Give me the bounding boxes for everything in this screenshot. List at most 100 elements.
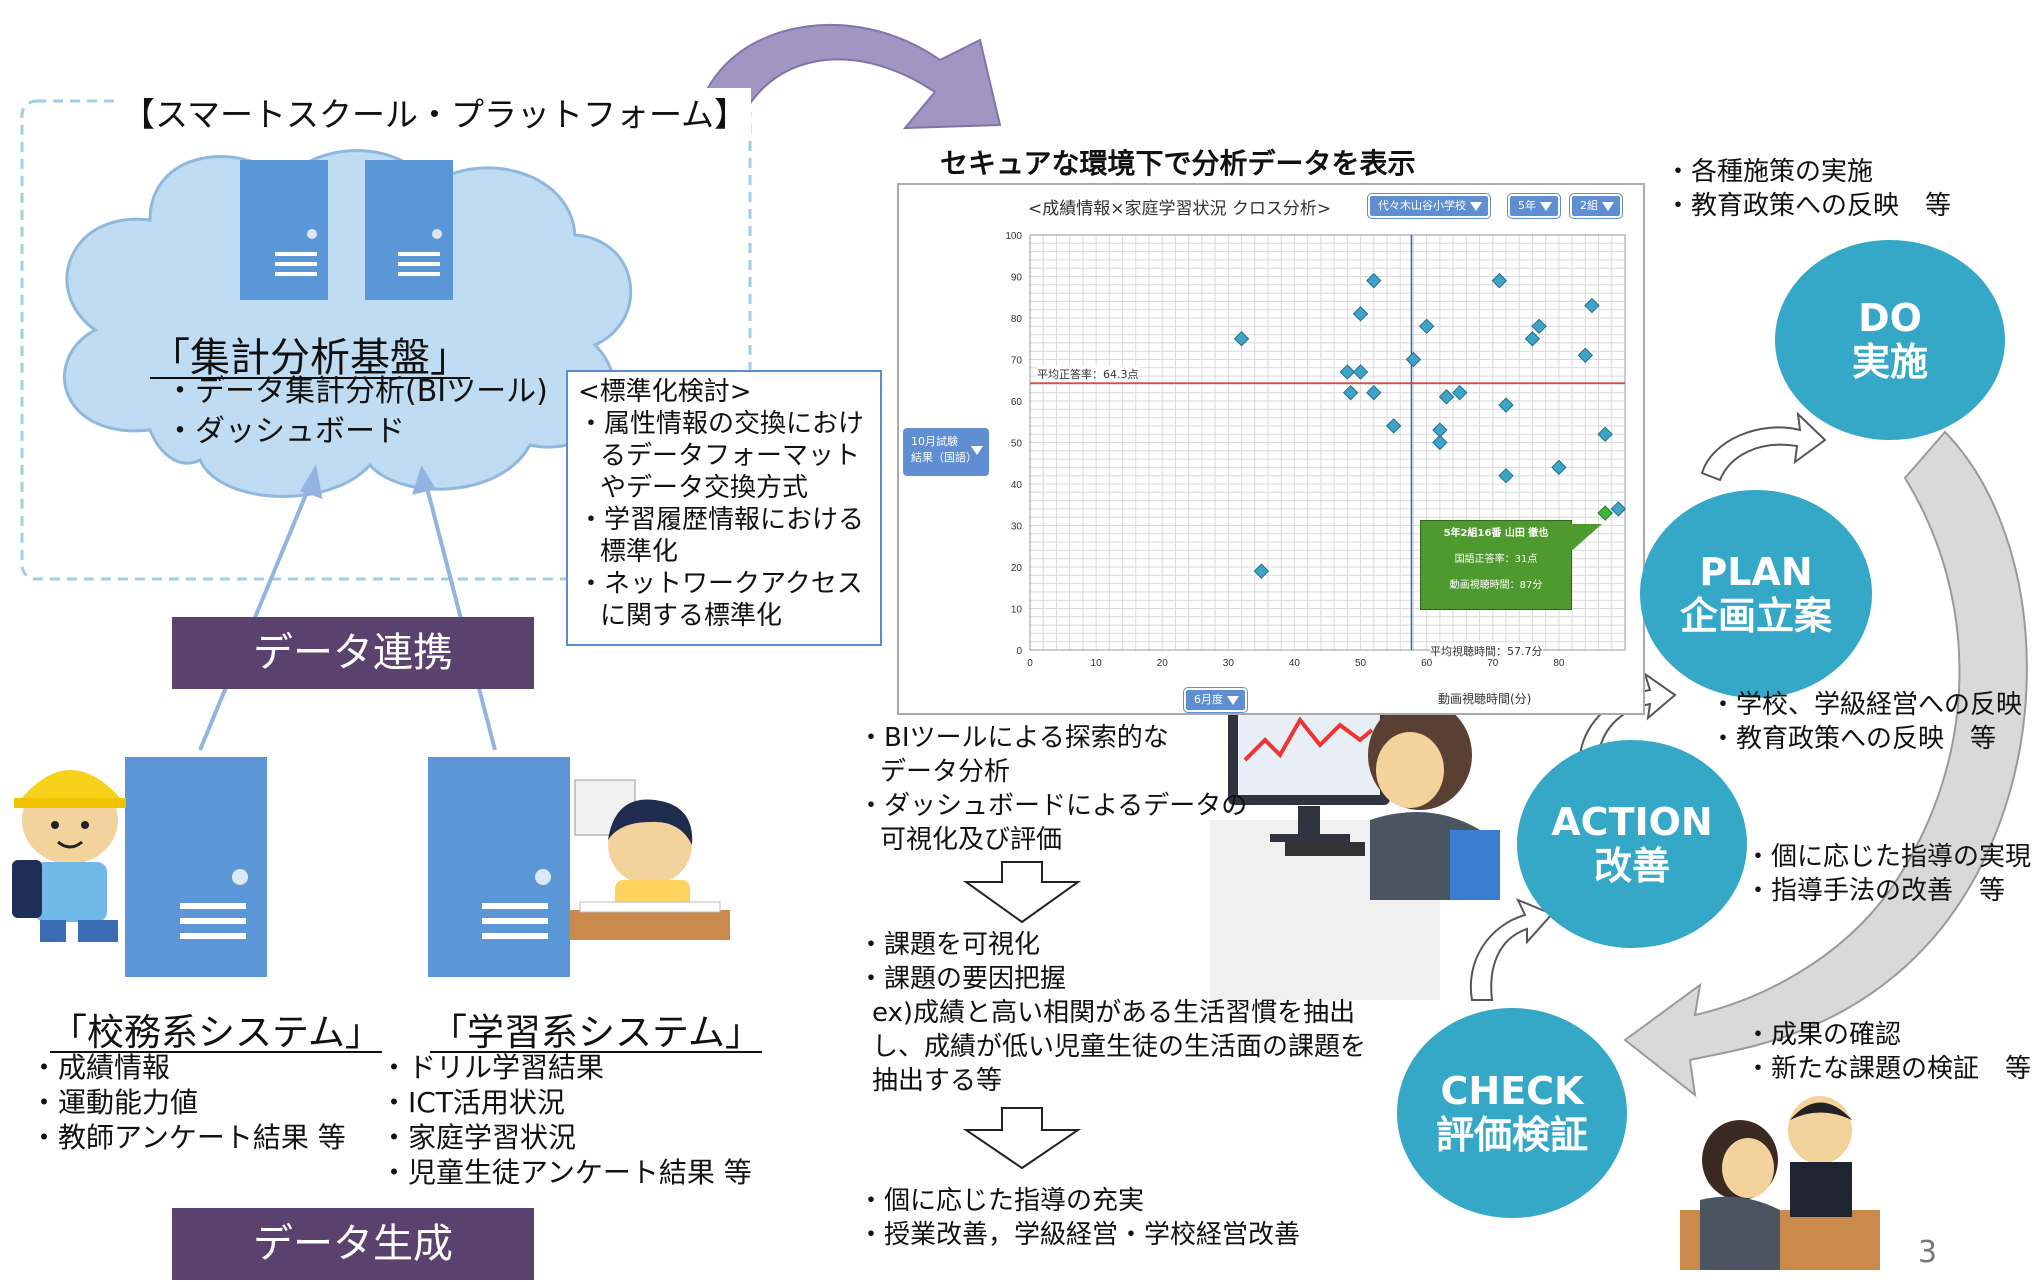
x-tick-label: 20 — [1157, 658, 1169, 669]
school-system-items: ・成績情報 ・運動能力値 ・教師アンケート結果 等 — [30, 1050, 346, 1155]
return-arrow-icon — [1623, 430, 2028, 1098]
step-line: ・BIツールによる探索的な — [858, 723, 1169, 753]
standardization-title: <標準化検討> — [578, 377, 752, 407]
data-link-label: データ連携 — [172, 617, 534, 689]
y-tick-label: 20 — [1011, 563, 1023, 574]
x-axis-selector[interactable]: 6月度 — [1184, 688, 1247, 712]
cycle-arrows — [1469, 411, 1827, 1001]
note-line: ・成果の確認 — [1745, 1020, 1902, 1050]
cycle-do-ja: 実施 — [1851, 340, 1928, 384]
cycle-check-en: CHECK — [1440, 1069, 1584, 1113]
standardization-line: ・属性情報の交換におけ — [578, 409, 865, 439]
child-illustration-left — [12, 770, 126, 942]
data-point — [1352, 364, 1369, 380]
cycle-do-en: DO — [1858, 296, 1922, 340]
x-tick-label: 70 — [1487, 658, 1499, 669]
standardization-line: るデータフォーマット — [600, 441, 861, 471]
cloud-shape — [63, 149, 633, 498]
curved-arrow-icon — [693, 23, 1002, 136]
standardization-line: やデータ交換方式 — [600, 473, 809, 503]
learning-system-items: ・ドリル学習結果 ・ICT活用状況 ・家庭学習状況 ・児童生徒アンケート結果 等 — [380, 1050, 752, 1190]
server-icon-2 — [365, 160, 453, 300]
result-steps: ・個に応じた指導の充実 ・授業改善，学級経営・学校経営改善 — [858, 1184, 1300, 1252]
learning-system-item: ・ICT活用状況 — [380, 1086, 565, 1119]
x-tick-label: 60 — [1421, 658, 1433, 669]
data-point — [1452, 384, 1468, 401]
x-axis-label: 動画視聴時間(分) — [1438, 692, 1532, 706]
standardization-line: ・ネットワークアクセス — [578, 569, 863, 599]
data-point — [1352, 306, 1369, 322]
class-filter[interactable]: 2組 — [1570, 194, 1622, 218]
y-axis-selector[interactable]: 10月試験 結果（国語） — [903, 428, 989, 476]
x-tick-label: 10 — [1091, 658, 1103, 669]
y-tick-label: 100 — [1005, 231, 1022, 242]
y-tick-label: 70 — [1011, 356, 1023, 367]
do-notes: ・各種施策の実施 ・教育政策への反映 等 — [1665, 155, 1951, 223]
step-line: ・ダッシュボードによるデータの — [858, 791, 1248, 821]
secure-title: セキュアな環境下で分析データを表示 — [940, 147, 1416, 180]
cloud-item: ・ダッシュボード — [165, 414, 405, 449]
learning-system-item: ・家庭学習状況 — [380, 1121, 577, 1154]
standardization-line: 標準化 — [600, 537, 679, 567]
step-line: ・課題の要因把握 — [858, 964, 1067, 994]
x-tick-label: 50 — [1355, 658, 1367, 669]
data-point — [1233, 331, 1250, 347]
tooltip-score: 国語正答率：31点 — [1454, 554, 1538, 565]
server-icon-1 — [240, 160, 328, 300]
data-point — [1366, 384, 1382, 401]
y-tick-label: 90 — [1011, 273, 1023, 284]
data-point — [1342, 384, 1359, 401]
data-point — [1491, 272, 1508, 289]
down-arrows — [962, 861, 1082, 1170]
data-point — [1498, 467, 1514, 484]
data-point — [1577, 347, 1594, 364]
data-gen-label: データ生成 — [172, 1208, 534, 1280]
data-point — [1405, 351, 1422, 368]
data-point — [1438, 389, 1455, 405]
y-tick-label: 40 — [1011, 480, 1023, 491]
data-point — [1253, 563, 1270, 579]
data-point — [1610, 501, 1627, 517]
chart-panel — [897, 183, 1645, 715]
data-point — [1432, 434, 1448, 451]
data-point — [1551, 459, 1567, 476]
y-tick-label: 0 — [1016, 646, 1022, 657]
tooltip-name: 5年2組16番 山田 徹也 — [1443, 528, 1549, 539]
cycle-action-ja: 改善 — [1593, 844, 1670, 888]
cycle-check: CHECK 評価検証 — [1397, 1008, 1627, 1218]
avg-time-label: 平均視聴時間：57.7分 — [1430, 643, 1543, 659]
chart-title: <成績情報×家庭学習状況 クロス分析> — [1028, 199, 1332, 219]
cycle-plan-ja: 企画立案 — [1679, 594, 1832, 638]
plot-frame — [1029, 234, 1626, 651]
step-line: 可視化及び評価 — [880, 825, 1063, 855]
step-line: し、成績が低い児童生徒の生活面の課題を — [872, 1032, 1367, 1062]
cycle-action-en: ACTION — [1551, 800, 1713, 844]
analysis-steps: ・BIツールによる探索的な データ分析 ・ダッシュボードによるデータの 可視化及… — [858, 721, 1247, 857]
data-point — [1498, 397, 1514, 413]
school-system-item: ・運動能力値 — [30, 1086, 199, 1119]
analyst-illustration — [1210, 690, 1500, 1000]
issue-steps: ・課題を可視化 ・課題の要因把握 ex)成績と高い相関がある生活習慣を抽出 し、… — [858, 928, 1366, 1098]
step-line: ・課題を可視化 — [858, 930, 1041, 960]
standardization-line: に関する標準化 — [600, 601, 783, 631]
y-tick-label: 50 — [1011, 439, 1023, 450]
counselling-illustration — [1680, 1096, 1880, 1270]
school-server-icon — [125, 757, 267, 977]
note-line: ・指導手法の改善 等 — [1745, 876, 2006, 906]
action-notes: ・個に応じた指導の実現 ・指導手法の改善 等 — [1745, 840, 2031, 908]
page-number: 3 — [1918, 1235, 1938, 1270]
data-point — [1418, 318, 1435, 335]
school-filter[interactable]: 代々木山谷小学校 — [1368, 194, 1490, 218]
cycle-do: DO 実施 — [1775, 240, 2005, 440]
cycle-action: ACTION 改善 — [1517, 740, 1747, 948]
x-tick-label: 40 — [1289, 658, 1301, 669]
note-line: ・教育政策への反映 等 — [1710, 724, 1997, 754]
highlighted-data-point — [1597, 505, 1613, 521]
learning-system-item: ・児童生徒アンケート結果 等 — [380, 1156, 752, 1189]
grade-filter[interactable]: 5年 — [1508, 194, 1560, 218]
note-line: ・各種施策の実施 — [1665, 157, 1874, 187]
cloud-items: ・データ集計分析(BIツール) ・ダッシュボード — [165, 372, 548, 452]
step-line: ・個に応じた指導の充実 — [858, 1186, 1145, 1216]
data-point — [1366, 272, 1382, 289]
